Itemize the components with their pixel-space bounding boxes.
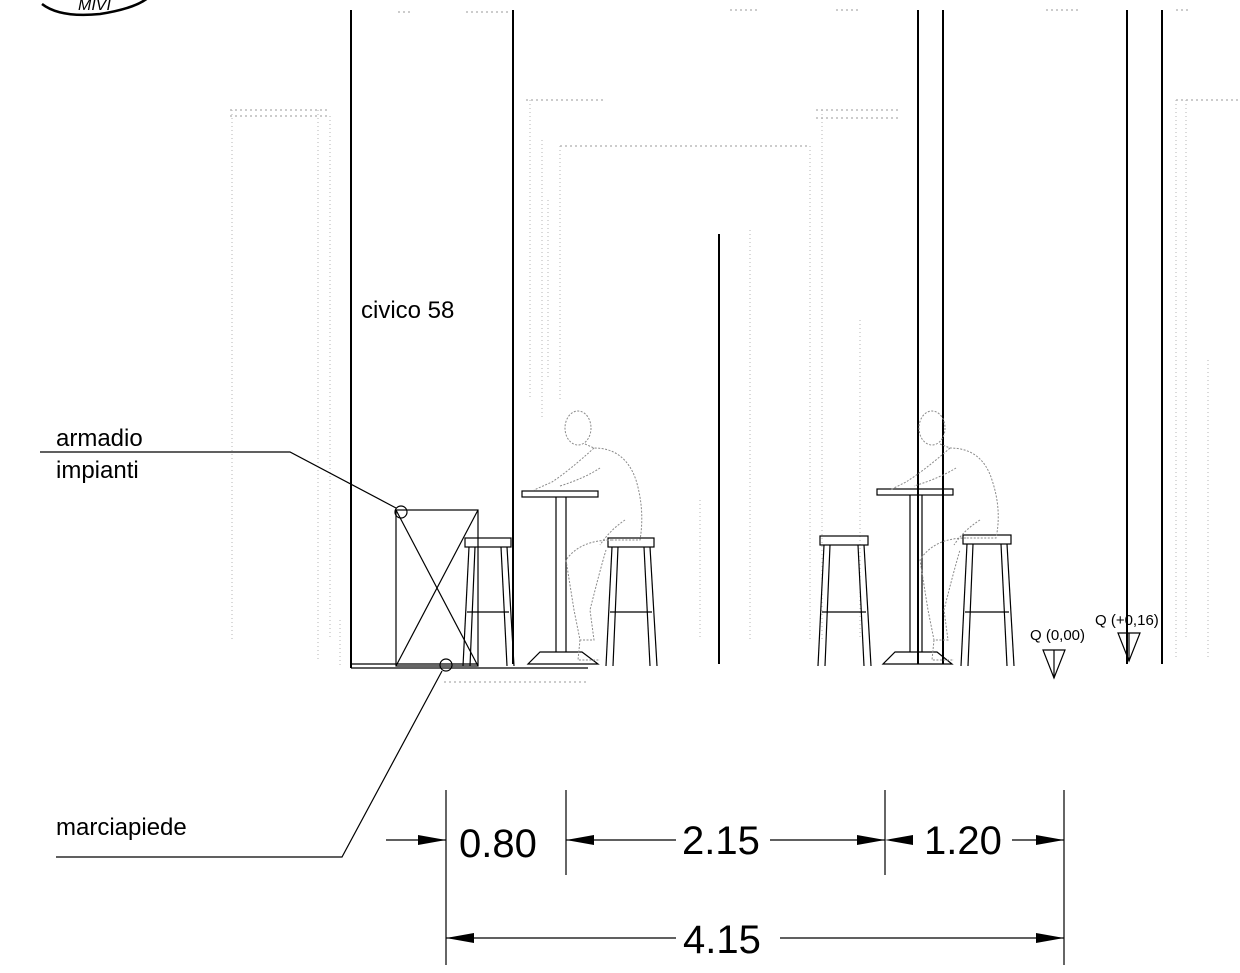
stool-1	[462, 537, 515, 667]
utility-cabinet	[394, 505, 479, 672]
stool-3	[817, 535, 872, 667]
dimension-chain	[386, 790, 1065, 965]
level-marker-1: Q (+0,16)	[1095, 612, 1159, 663]
seated-person-2	[889, 410, 999, 661]
stool-4	[960, 534, 1015, 667]
sidewalk-ground-line	[351, 663, 588, 683]
logo-stamp: MIVI	[41, 0, 148, 17]
sidewalk-label: marciapiede	[56, 814, 187, 841]
civic-number-label: civico 58	[361, 297, 454, 324]
dimension-1-20: 1.20	[924, 819, 1002, 863]
seated-person-1	[533, 410, 643, 661]
cabinet-label-line1: armadio	[56, 425, 143, 452]
sidewalk-leader-circle	[439, 658, 453, 672]
cabinet-leader-circle-top	[394, 505, 408, 519]
dimension-0-80: 0.80	[459, 822, 537, 866]
bar-table-1	[521, 490, 600, 665]
stool-2	[605, 537, 658, 667]
building-vertical-lines	[350, 10, 1163, 668]
dimension-2-15: 2.15	[682, 819, 760, 863]
cabinet-label-line2: impianti	[56, 457, 139, 484]
level-marker-0: Q (0,00)	[1030, 627, 1085, 680]
level-marker-0-label: Q (0,00)	[1030, 627, 1085, 644]
dimension-total-4-15: 4.15	[683, 918, 761, 962]
logo-text: MIVI	[78, 0, 111, 14]
level-marker-1-label: Q (+0,16)	[1095, 612, 1159, 629]
background-construction-lines	[230, 9, 1240, 668]
bar-table-2	[876, 488, 954, 665]
leader-lines	[40, 451, 443, 858]
